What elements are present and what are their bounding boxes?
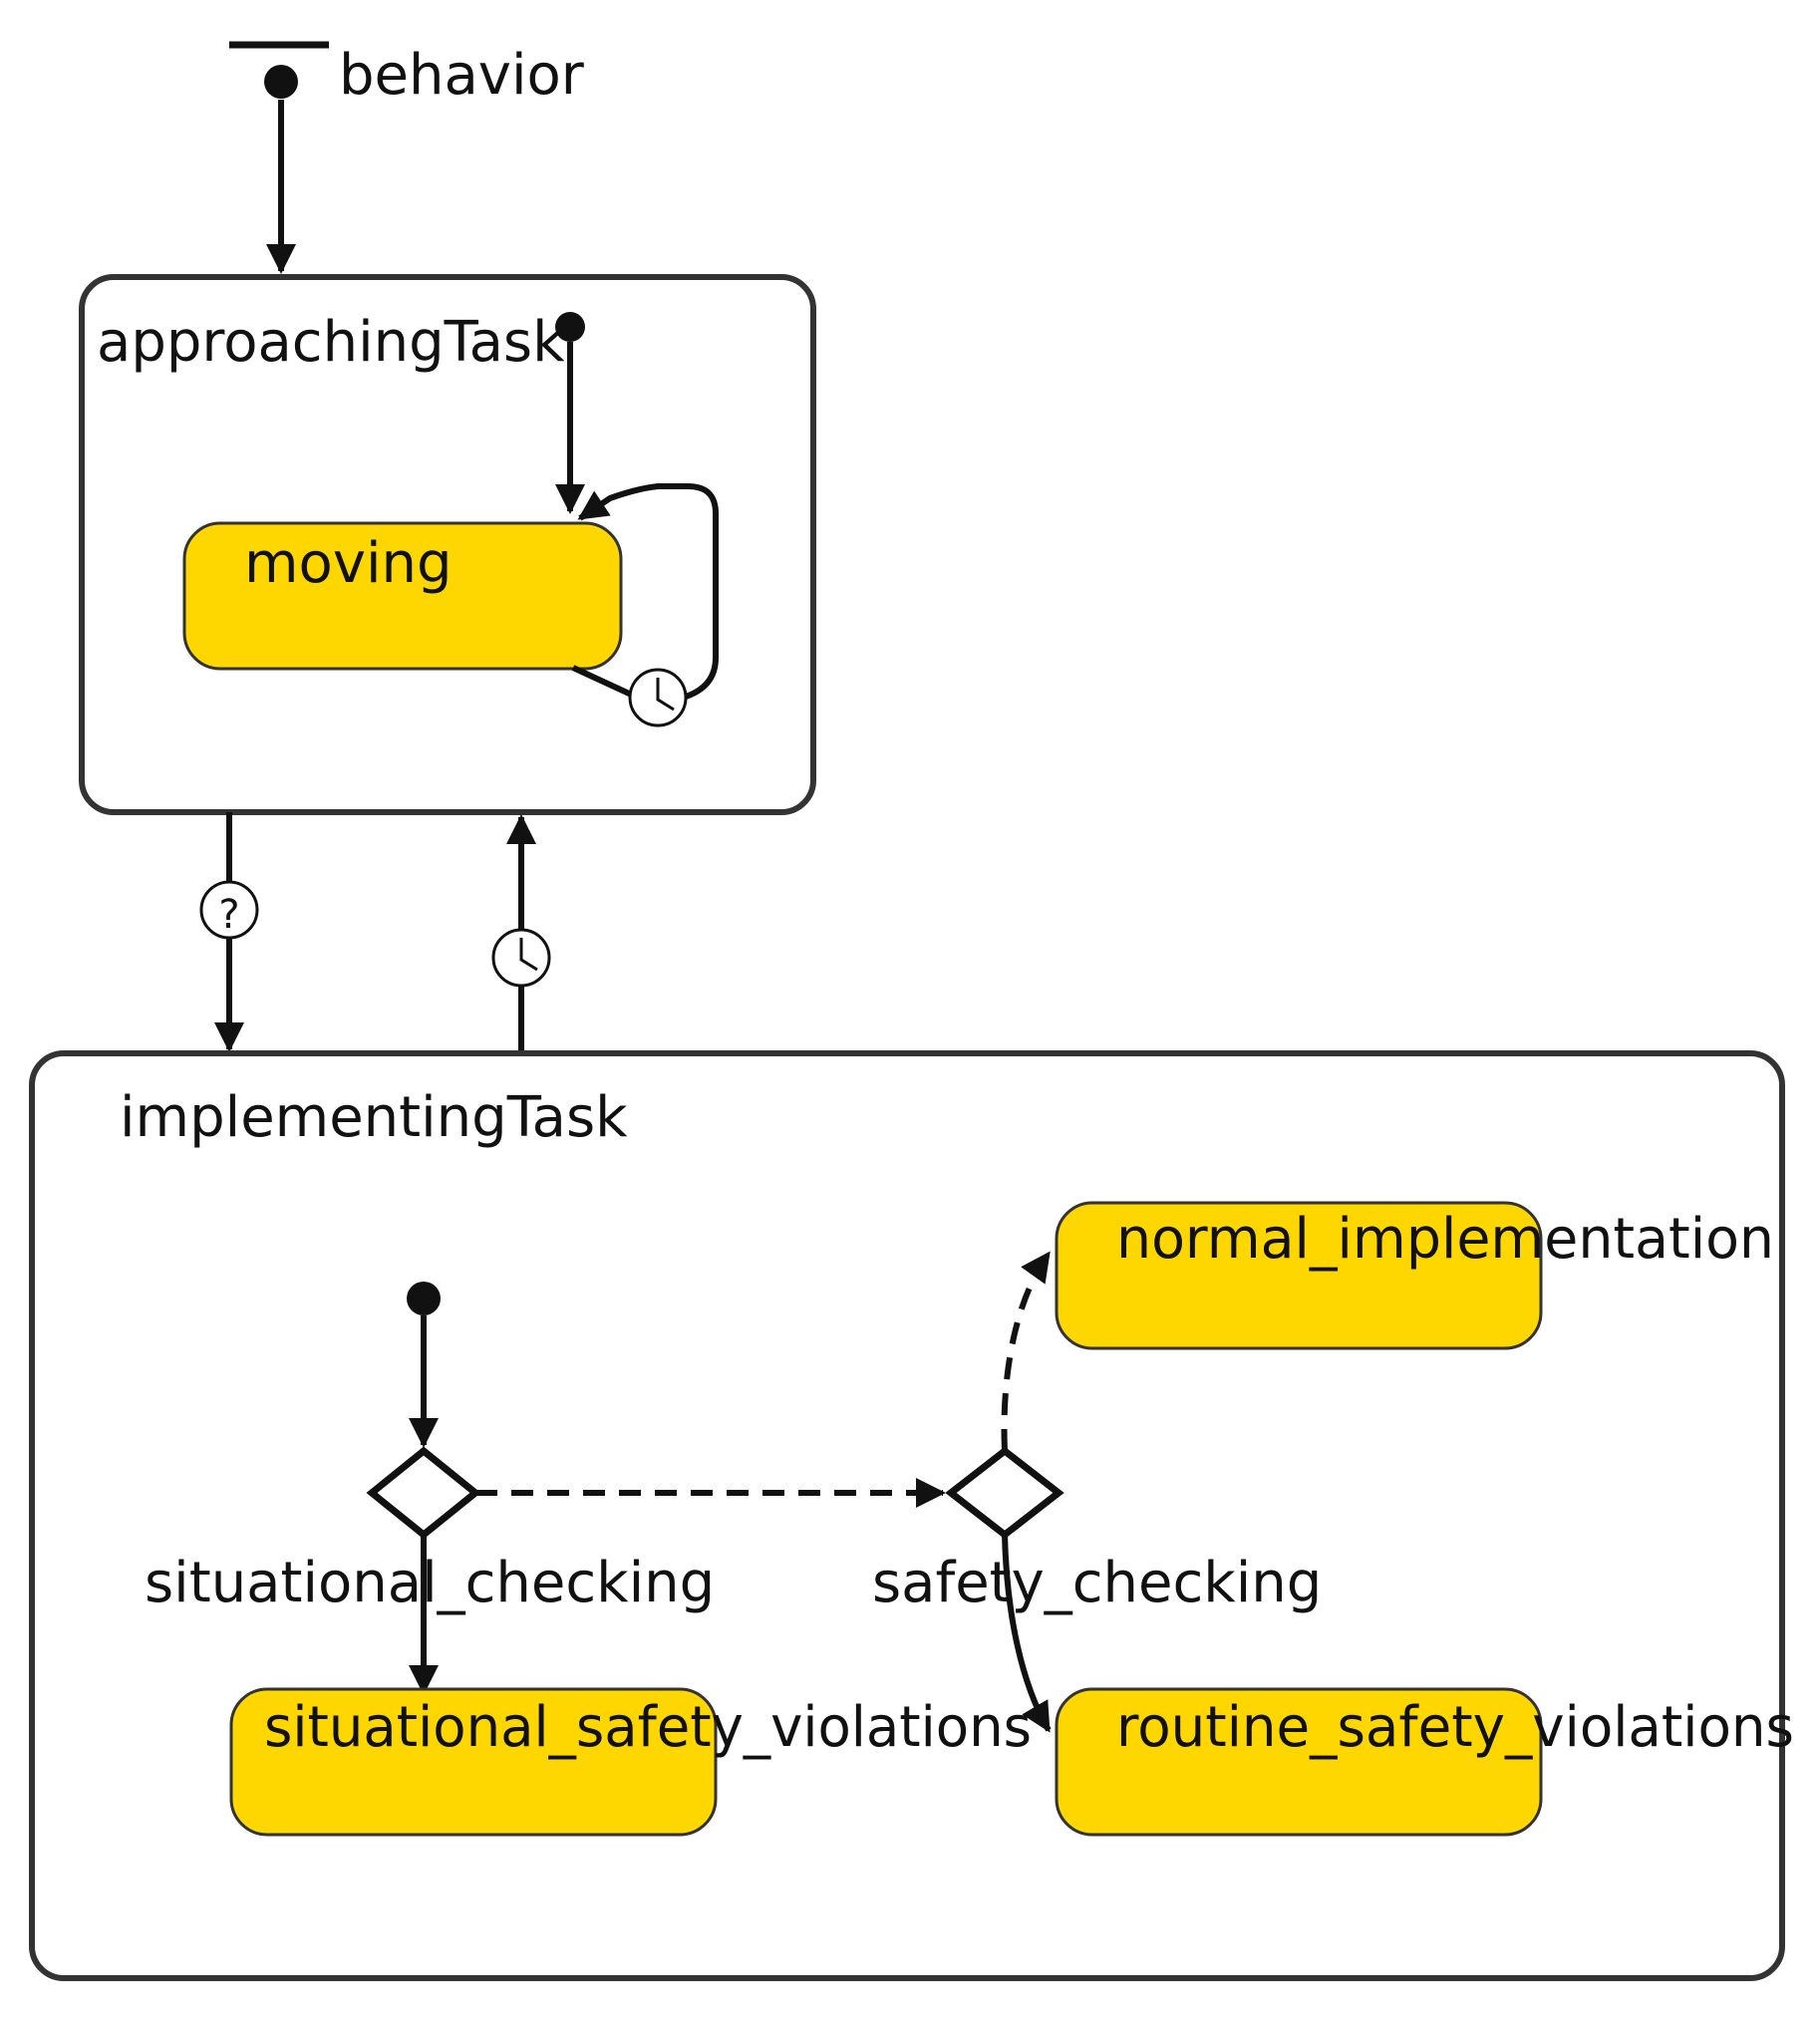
state-situational-safety-violations[interactable]: situational_safety_violations (229, 1687, 1032, 1837)
transition-safety-to-routine[interactable] (1002, 1534, 1052, 1733)
moving-box (182, 521, 623, 671)
approaching-task-label: approachingTask (97, 310, 565, 375)
behavior-root: behavior (229, 41, 585, 108)
situational-safety-violations-box (229, 1687, 718, 1837)
implementing-task-label: implementingTask (120, 1085, 628, 1150)
implementing-initial-dot (407, 1282, 441, 1315)
state-routine-safety-violations[interactable]: routine_safety_violations (1055, 1687, 1794, 1837)
behavior-label: behavior (339, 43, 585, 108)
implementing-task-frame (29, 1050, 1785, 1981)
state-normal-implementation[interactable]: normal_implementation (1055, 1201, 1774, 1350)
approaching-initial-dot (555, 312, 585, 342)
moving-label: moving (244, 531, 453, 596)
clock-icon (491, 928, 551, 988)
transition-safety-to-normal[interactable] (1001, 1251, 1052, 1452)
svg-text:?: ? (218, 892, 239, 938)
transition-moving-self-loop[interactable] (573, 483, 719, 701)
state-implementing-task[interactable]: implementingTask (29, 1050, 1785, 1981)
clock-icon (628, 668, 688, 727)
routine-safety-violations-box (1055, 1687, 1543, 1837)
situational-checking-label: situational_checking (145, 1551, 715, 1615)
normal-implementation-label: normal_implementation (1116, 1207, 1774, 1272)
state-moving[interactable]: moving (182, 521, 623, 671)
situational-safety-violations-label: situational_safety_violations (264, 1695, 1032, 1760)
safety-checking-label: safety_checking (872, 1551, 1322, 1615)
root-initial-dot (264, 65, 298, 99)
normal-implementation-box (1055, 1201, 1543, 1350)
routine-safety-violations-label: routine_safety_violations (1116, 1695, 1794, 1760)
question-mark-icon: ? (199, 880, 259, 940)
